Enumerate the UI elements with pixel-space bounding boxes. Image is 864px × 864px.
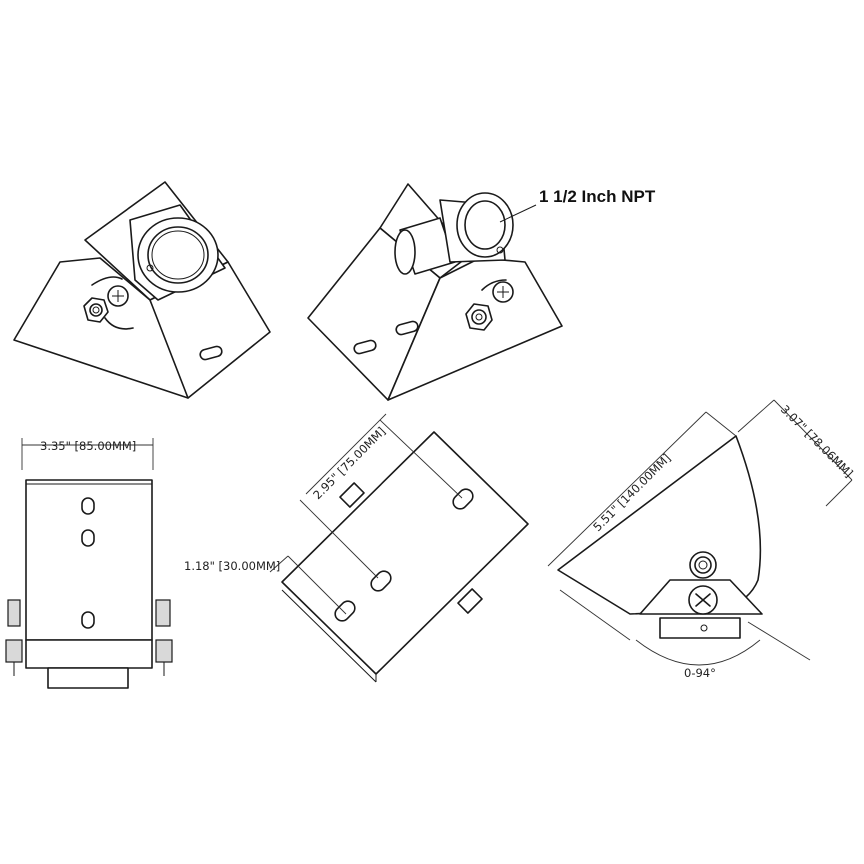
hole-3 bbox=[81, 611, 95, 629]
dimension-height-label: 3.07" [78.06MM] bbox=[778, 402, 856, 480]
mounting-slot-2 bbox=[395, 320, 419, 336]
mounting-slot bbox=[199, 345, 223, 361]
tilt-range-label: 0-94° bbox=[684, 666, 716, 680]
left-bolt-icon bbox=[5, 639, 23, 663]
pivot-nut-icon bbox=[689, 551, 717, 579]
side-view: 0-94° 5.51" [140.00MM] 3.07" [78.06MM] bbox=[547, 399, 856, 680]
pipe-thread bbox=[147, 226, 209, 284]
pipe-outer bbox=[137, 217, 219, 293]
hex-nut-icon bbox=[465, 303, 493, 331]
right-nut-icon bbox=[155, 599, 171, 627]
isometric-view-left bbox=[13, 181, 271, 399]
left-nut-icon bbox=[7, 599, 21, 627]
right-bolt-icon bbox=[155, 639, 173, 663]
pipe-arm-end bbox=[394, 229, 416, 275]
hole-2 bbox=[81, 529, 95, 547]
front-plate bbox=[25, 479, 153, 641]
hex-nut-icon bbox=[83, 297, 109, 323]
base-plate-view: 2.95" [75.00MM] 1.18" [30.00MM] bbox=[184, 413, 529, 683]
wing-screw-icon bbox=[492, 281, 514, 303]
set-screw-icon bbox=[146, 264, 154, 272]
pipe-thread bbox=[464, 200, 506, 250]
callout-leader bbox=[499, 204, 537, 223]
set-screw-icon bbox=[496, 246, 504, 254]
tilt-arc bbox=[635, 639, 761, 666]
pipe-stub bbox=[47, 667, 129, 689]
pipe-block bbox=[659, 617, 741, 639]
hole-1 bbox=[81, 497, 95, 515]
thread-callout: 1 1/2 Inch NPT bbox=[539, 187, 656, 206]
front-view: 3.35" [85.00MM] bbox=[5, 438, 173, 689]
plate-hole-1 bbox=[334, 600, 356, 622]
wing-screw-icon bbox=[104, 285, 134, 330]
side-slot bbox=[91, 276, 123, 286]
side-slot bbox=[481, 279, 507, 291]
dimension-hole-offset-label: 1.18" [30.00MM] bbox=[184, 559, 280, 573]
side-tab-2 bbox=[457, 588, 483, 614]
isometric-view-right: 1 1/2 Inch NPT bbox=[307, 183, 656, 401]
side-tab-1 bbox=[339, 482, 365, 508]
hinge-block bbox=[25, 639, 153, 669]
dimension-width-label: 3.35" [85.00MM] bbox=[40, 439, 136, 453]
mounting-slot-1 bbox=[353, 339, 377, 355]
pivot-screw-icon bbox=[688, 585, 718, 615]
base-plate-outline bbox=[281, 431, 529, 675]
